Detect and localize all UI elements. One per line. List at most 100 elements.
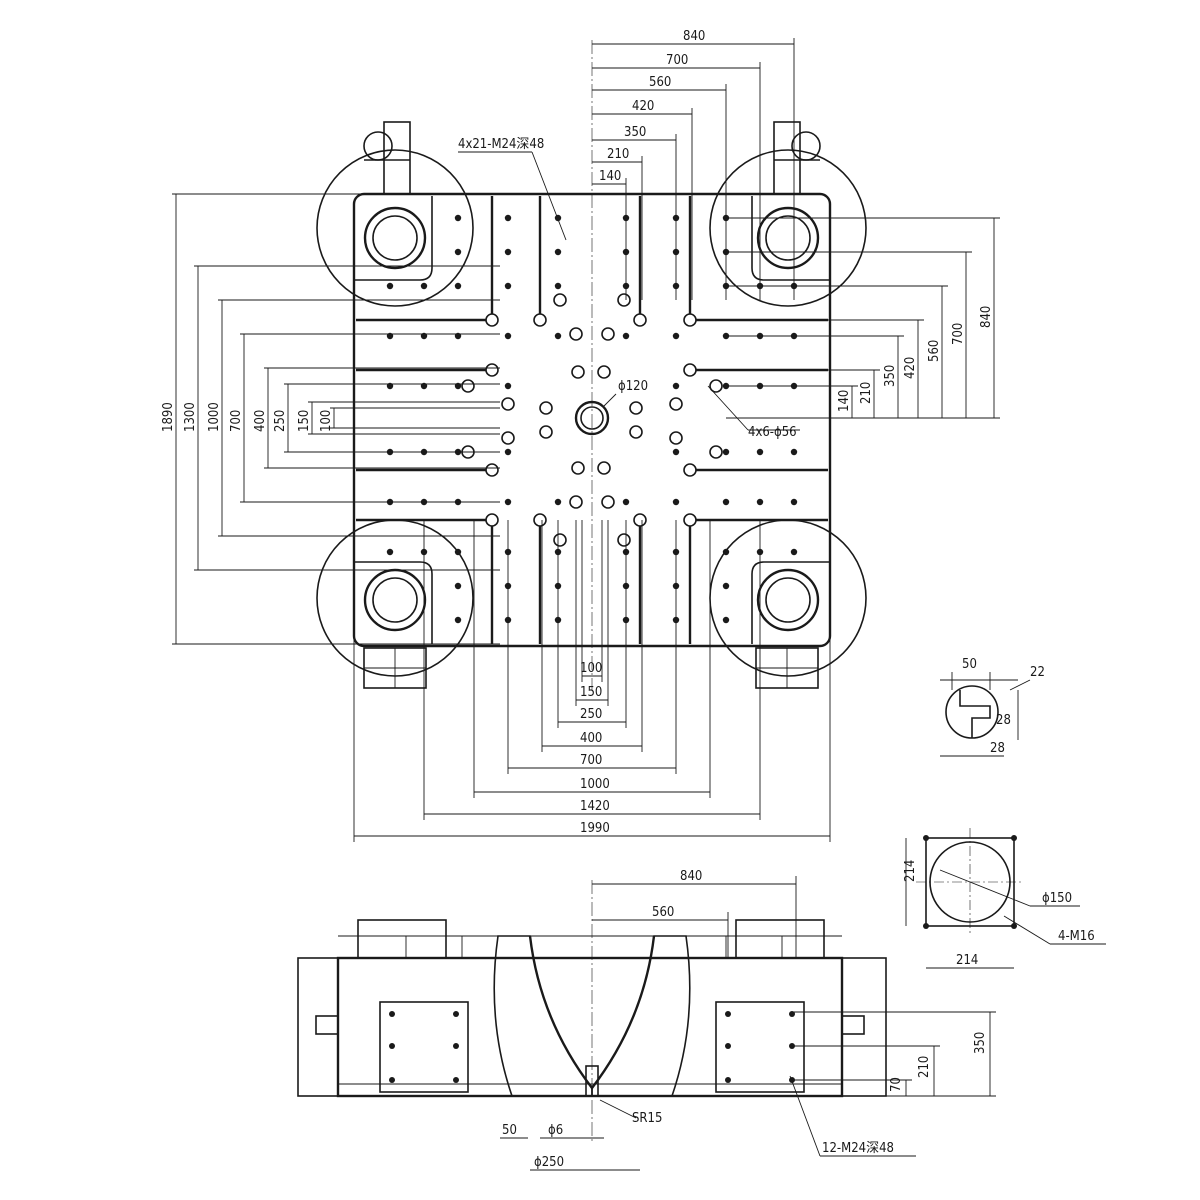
callout-flange-threads: 4-M16 <box>1058 929 1095 944</box>
locating-hole <box>485 313 499 327</box>
locating-hole <box>553 533 567 547</box>
threaded-hole <box>504 282 512 290</box>
top-dim-210: 210 <box>607 147 629 162</box>
side-block-left <box>379 1001 469 1093</box>
threaded-hole <box>454 616 462 624</box>
tie-bar-boss-top-right <box>709 149 867 307</box>
tie-bar-hole-tr <box>756 206 820 270</box>
left-dim-150: 150 <box>297 410 312 432</box>
threaded-hole <box>756 448 764 456</box>
threaded-hole <box>504 448 512 456</box>
left-dim-1000: 1000 <box>207 402 222 432</box>
lifting-lug-left <box>363 121 411 195</box>
locating-hole <box>683 463 697 477</box>
bottom-dim-100: 100 <box>580 661 602 676</box>
bottom-dim-1000: 1000 <box>580 777 610 792</box>
threaded-hole <box>790 498 798 506</box>
front-dim-phi250: ϕ250 <box>534 1155 564 1170</box>
threaded-hole <box>504 382 512 390</box>
platen-front-view: 840 560 350 210 70 50 ϕ6 SR15 ϕ250 12-M2… <box>297 869 996 1171</box>
callout-center-bore: ϕ120 <box>618 379 648 394</box>
locating-hole <box>501 397 515 411</box>
threaded-hole <box>722 548 730 556</box>
slot-dim-22: 22 <box>1030 665 1045 680</box>
threaded-hole <box>386 548 394 556</box>
left-dim-100: 100 <box>319 410 334 432</box>
threaded-hole <box>672 382 680 390</box>
corner-pocket-bl <box>354 561 433 644</box>
top-dim-140: 140 <box>599 169 621 184</box>
threaded-hole <box>504 214 512 222</box>
slot-dim-28-a: 28 <box>996 713 1011 728</box>
threaded-hole <box>722 498 730 506</box>
foot-right <box>755 647 819 689</box>
threaded-hole <box>722 448 730 456</box>
locating-hole <box>709 379 723 393</box>
bottom-dim-150: 150 <box>580 685 602 700</box>
threaded-hole <box>790 548 798 556</box>
top-dim-560: 560 <box>649 75 671 90</box>
callout-flange-bore: ϕ150 <box>1042 891 1072 906</box>
top-dim-350: 350 <box>624 125 646 140</box>
threaded-hole <box>722 616 730 624</box>
right-dim-210: 210 <box>859 382 874 404</box>
right-dim-420: 420 <box>903 357 918 379</box>
threaded-hole <box>420 282 428 290</box>
locating-hole <box>571 365 585 379</box>
left-dim-700: 700 <box>229 410 244 432</box>
locating-hole <box>601 327 615 341</box>
locating-hole <box>485 463 499 477</box>
locating-hole <box>633 513 647 527</box>
threaded-hole <box>454 548 462 556</box>
right-dim-560: 560 <box>927 340 942 362</box>
right-dim-840: 840 <box>979 306 994 328</box>
locating-hole <box>601 495 615 509</box>
threaded-hole <box>622 332 630 340</box>
threaded-hole <box>672 332 680 340</box>
top-dim-700: 700 <box>666 53 688 68</box>
callout-locating-holes: 4x6-ϕ56 <box>748 425 797 440</box>
threaded-hole <box>454 214 462 222</box>
locating-hole <box>533 313 547 327</box>
front-dim-840: 840 <box>680 869 702 884</box>
threaded-hole <box>672 498 680 506</box>
corner-pocket-br <box>751 561 830 644</box>
locating-hole <box>597 461 611 475</box>
front-body <box>336 956 844 1098</box>
front-dim-350: 350 <box>973 1032 988 1054</box>
threaded-hole <box>554 248 562 256</box>
corner-pocket-tl <box>354 196 433 281</box>
right-dim-700: 700 <box>951 323 966 345</box>
bottom-dim-700: 700 <box>580 753 602 768</box>
foot-left <box>363 647 427 689</box>
threaded-hole <box>454 248 462 256</box>
slot-dim-50: 50 <box>962 657 977 672</box>
locating-hole <box>539 401 553 415</box>
t-slots-vertical <box>490 196 692 644</box>
bottom-dim-1420: 1420 <box>580 799 610 814</box>
tie-bar-hole-br <box>756 568 820 632</box>
locating-hole <box>485 513 499 527</box>
locating-hole <box>461 379 475 393</box>
tie-bar-boss-bottom-right <box>709 519 867 677</box>
locating-hole <box>569 327 583 341</box>
left-dim-1890: 1890 <box>161 402 176 432</box>
front-dim-phi6: ϕ6 <box>548 1123 563 1138</box>
corner-pocket-tr <box>751 196 830 281</box>
locating-hole <box>571 461 585 475</box>
locating-hole <box>669 397 683 411</box>
right-dim-140: 140 <box>837 390 852 412</box>
side-block-right <box>715 1001 805 1093</box>
tie-bar-hole-bl <box>363 568 427 632</box>
locating-hole <box>569 495 583 509</box>
cone-section-right <box>591 935 691 1097</box>
front-dim-70: 70 <box>889 1077 904 1092</box>
tie-bar-boss-top-left <box>316 149 474 307</box>
locating-hole <box>501 431 515 445</box>
threaded-hole <box>554 332 562 340</box>
slot-dim-28-b: 28 <box>990 741 1005 756</box>
